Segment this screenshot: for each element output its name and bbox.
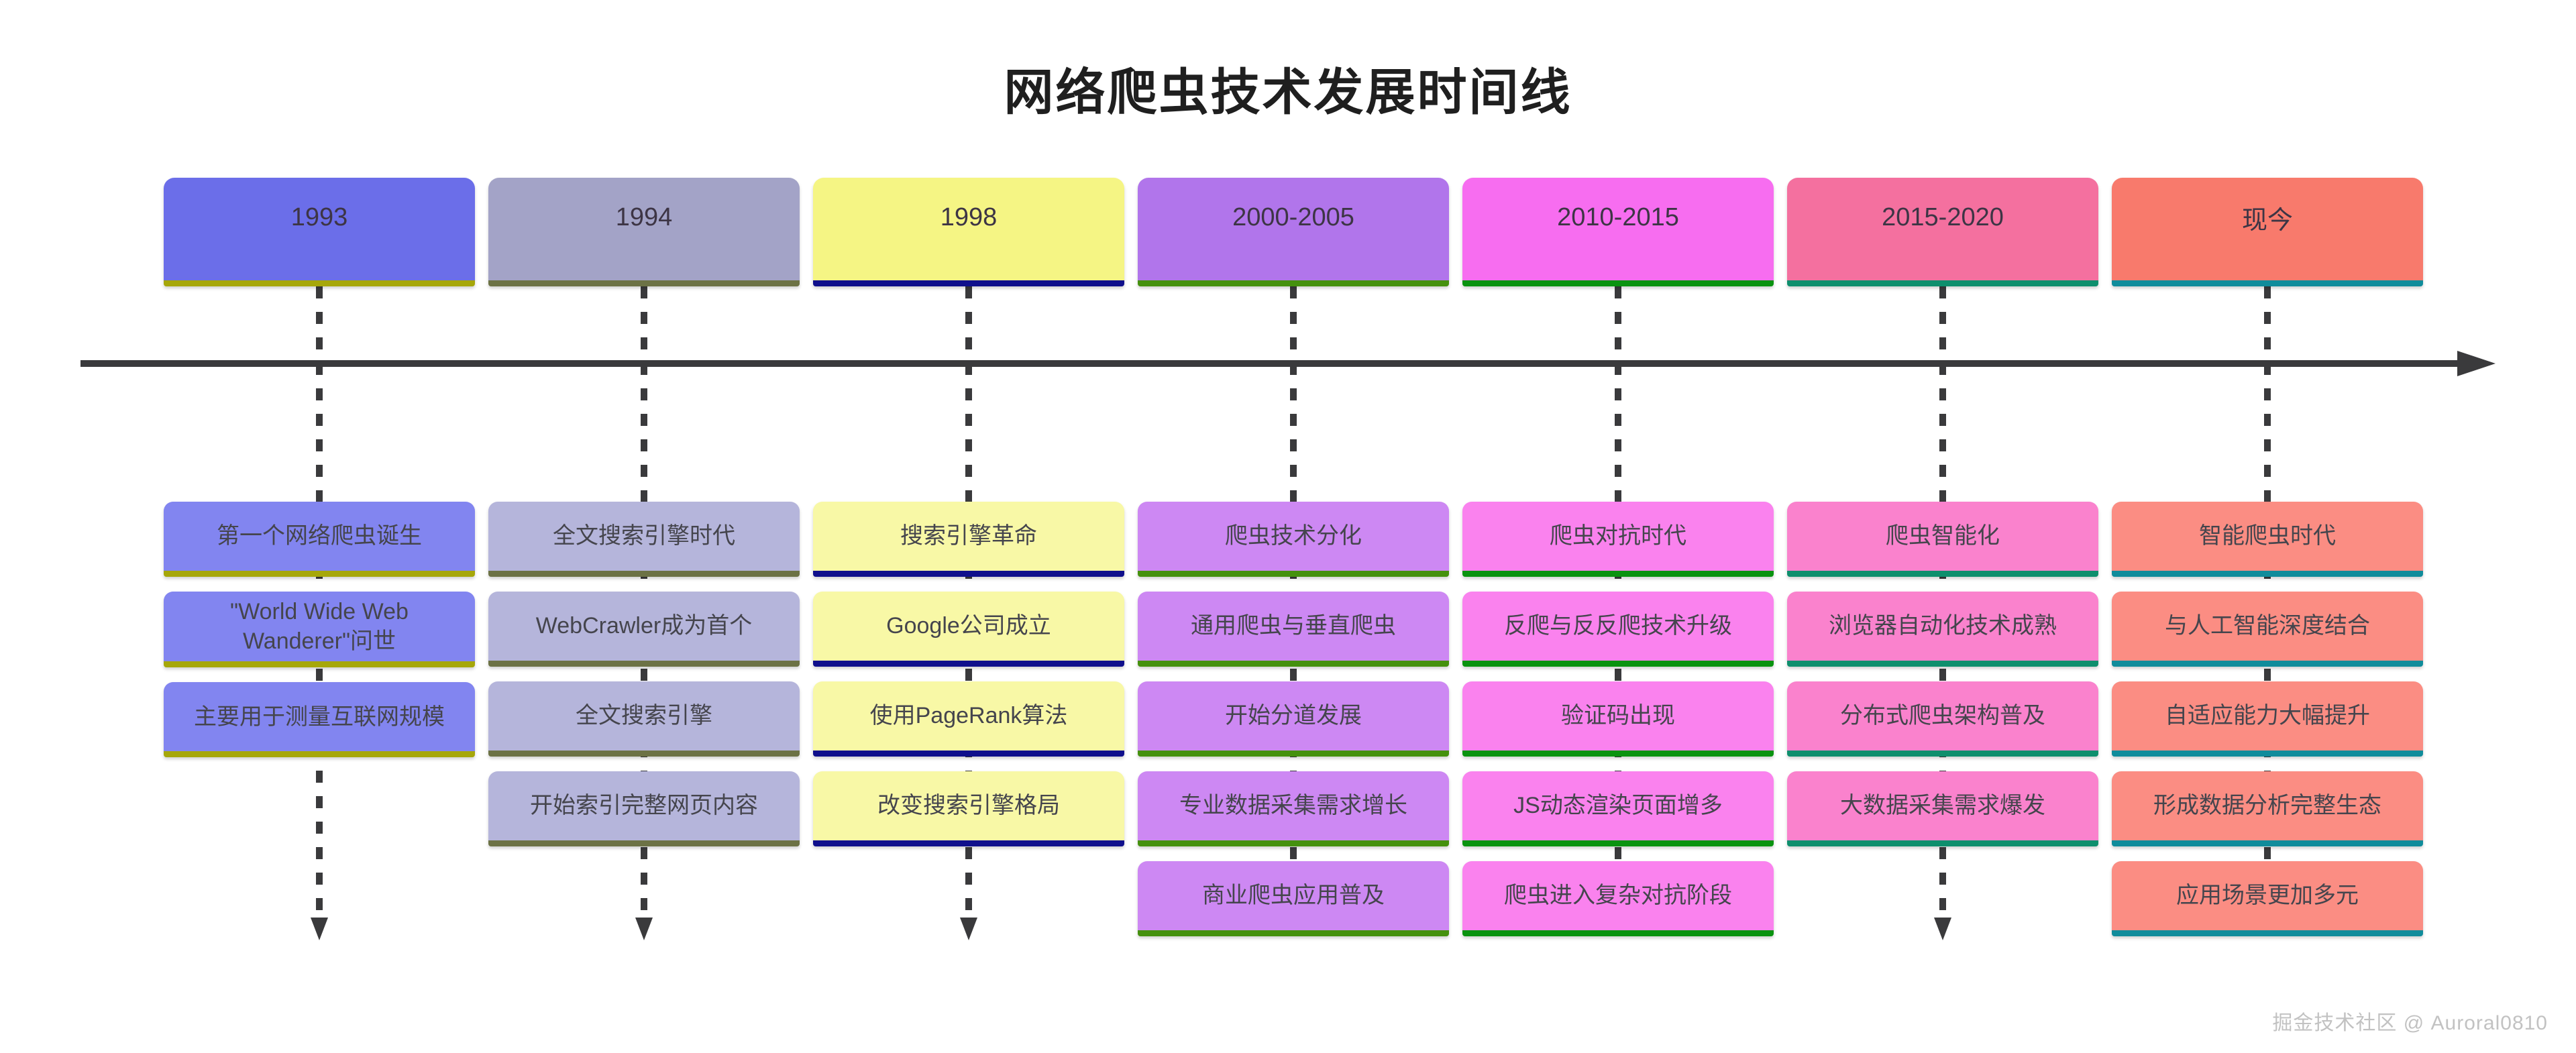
timeline-arrow-right-icon [2457, 351, 2496, 376]
timeline-column-现今: 现今智能爬虫时代与人工智能深度结合自适应能力大幅提升形成数据分析完整生态应用场景… [2112, 0, 2423, 1053]
event-box: 与人工智能深度结合 [2112, 592, 2423, 667]
event-box: 改变搜索引擎格局 [813, 771, 1124, 846]
timeline-axis [80, 351, 2496, 376]
year-box: 1993 [164, 178, 475, 286]
event-list: 爬虫智能化浏览器自动化技术成熟分布式爬虫架构普及大数据采集需求爆发 [1787, 502, 2098, 846]
event-list: 智能爬虫时代与人工智能深度结合自适应能力大幅提升形成数据分析完整生态应用场景更加… [2112, 502, 2423, 936]
event-box: 浏览器自动化技术成熟 [1787, 592, 2098, 667]
timeline-column-1993: 1993 第一个网络爬虫诞生 "World Wide Web Wanderer"问世… [164, 0, 475, 1053]
event-box: 形成数据分析完整生态 [2112, 771, 2423, 846]
page-title: 网络爬虫技术发展时间线 [1004, 64, 1572, 120]
arrow-down-icon [635, 918, 653, 940]
event-list: 搜索引擎革命 Google公司成立使用PageRank算法改变搜索引擎格局 [813, 502, 1124, 846]
event-box: 主要用于测量互联网规模 [164, 682, 475, 758]
event-box: "World Wide Web Wanderer"问世 [164, 592, 475, 668]
event-list: 爬虫对抗时代反爬与反反爬技术升级验证码出现 JS动态渲染页面增多爬虫进入复杂对抗阶… [1462, 502, 1774, 936]
year-box: 1998 [813, 178, 1124, 286]
timeline-column-1998: 1998 搜索引擎革命 Google公司成立使用PageRank算法改变搜索引擎格局 [813, 0, 1124, 1053]
watermark: 掘金技术社区 @ Auroral0810 [2272, 1012, 2548, 1034]
event-box: 验证码出现 [1462, 681, 1774, 757]
event-box: JS动态渲染页面增多 [1462, 771, 1774, 846]
year-box: 2010-2015 [1462, 178, 1774, 286]
event-box: Google公司成立 [813, 592, 1124, 667]
event-box: 开始分道发展 [1138, 681, 1449, 757]
event-box: 爬虫进入复杂对抗阶段 [1462, 861, 1774, 936]
timeline-column-2015-2020: 2015-2020 爬虫智能化浏览器自动化技术成熟分布式爬虫架构普及大数据采集需求… [1787, 0, 2098, 1053]
event-box: 应用场景更加多元 [2112, 861, 2423, 936]
event-box: 大数据采集需求爆发 [1787, 771, 2098, 846]
event-box: 爬虫智能化 [1787, 502, 2098, 577]
year-box: 1994 [488, 178, 800, 286]
event-box: 爬虫对抗时代 [1462, 502, 1774, 577]
event-box: 全文搜索引擎时代 [488, 502, 800, 577]
event-box: 专业数据采集需求增长 [1138, 771, 1449, 846]
event-box: 搜索引擎革命 [813, 502, 1124, 577]
arrow-down-icon [960, 918, 977, 940]
event-box: 商业爬虫应用普及 [1138, 861, 1449, 936]
year-box: 2015-2020 [1787, 178, 2098, 286]
event-box: WebCrawler成为首个 [488, 592, 800, 667]
event-list: 爬虫技术分化通用爬虫与垂直爬虫开始分道发展专业数据采集需求增长商业爬虫应用普及 [1138, 502, 1449, 936]
timeline-column-2000-2005: 2000-2005 爬虫技术分化通用爬虫与垂直爬虫开始分道发展专业数据采集需求增长… [1138, 0, 1449, 1053]
event-box: 爬虫技术分化 [1138, 502, 1449, 577]
arrow-down-icon [311, 918, 328, 940]
event-box: 全文搜索引擎 [488, 681, 800, 757]
event-list: 全文搜索引擎时代 WebCrawler成为首个全文搜索引擎开始索引完整网页内容 [488, 502, 800, 846]
event-box: 通用爬虫与垂直爬虫 [1138, 592, 1449, 667]
event-box: 第一个网络爬虫诞生 [164, 502, 475, 577]
timeline-column-1994: 1994 全文搜索引擎时代 WebCrawler成为首个全文搜索引擎开始索引完整网页… [488, 0, 800, 1053]
event-box: 智能爬虫时代 [2112, 502, 2423, 577]
event-box: 使用PageRank算法 [813, 681, 1124, 757]
event-box: 反爬与反反爬技术升级 [1462, 592, 1774, 667]
event-box: 开始索引完整网页内容 [488, 771, 800, 846]
year-box: 2000-2005 [1138, 178, 1449, 286]
arrow-down-icon [1934, 918, 1951, 940]
event-list: 第一个网络爬虫诞生 "World Wide Web Wanderer"问世主要用于… [164, 502, 475, 758]
year-box: 现今 [2112, 178, 2423, 286]
timeline-column-2010-2015: 2010-2015 爬虫对抗时代反爬与反反爬技术升级验证码出现 JS动态渲染页面增多… [1462, 0, 1774, 1053]
event-box: 分布式爬虫架构普及 [1787, 681, 2098, 757]
event-box: 自适应能力大幅提升 [2112, 681, 2423, 757]
